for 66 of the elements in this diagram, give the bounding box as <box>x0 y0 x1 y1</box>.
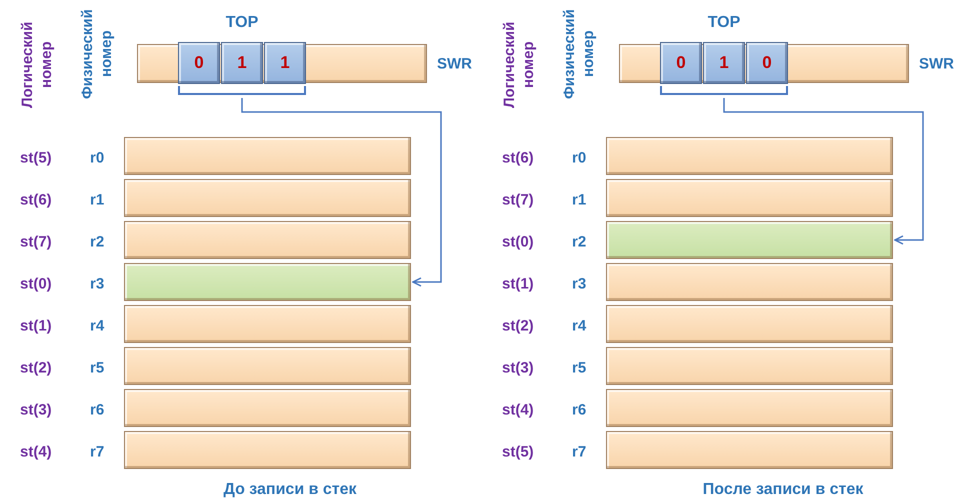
register-bar <box>124 431 411 469</box>
column-heading: Физический номер <box>560 8 598 101</box>
logical-number: st(4) <box>502 402 534 418</box>
register-bar <box>124 179 411 217</box>
field-heading: TOP <box>706 14 742 32</box>
bit-cell: 1 <box>221 42 263 84</box>
physical-number: r3 <box>572 276 586 292</box>
register-bar <box>124 305 411 343</box>
physical-number: r0 <box>572 150 586 166</box>
bit-cell: 0 <box>660 42 702 84</box>
logical-number: st(7) <box>20 234 52 250</box>
logical-number: st(7) <box>502 192 534 208</box>
register-bar <box>606 263 893 301</box>
physical-number: r6 <box>90 402 104 418</box>
arrow <box>723 98 924 245</box>
physical-number: r4 <box>572 318 586 334</box>
physical-number: r7 <box>90 444 104 460</box>
logical-number: st(3) <box>20 402 52 418</box>
physical-number: r3 <box>90 276 104 292</box>
logical-number: st(1) <box>20 318 52 334</box>
register-bar <box>124 347 411 385</box>
arrow <box>241 98 442 287</box>
register-bar <box>124 137 411 175</box>
logical-number: st(5) <box>20 150 52 166</box>
logical-number: st(6) <box>20 192 52 208</box>
physical-number: r4 <box>90 318 104 334</box>
register-bar <box>606 347 893 385</box>
physical-number: r5 <box>90 360 104 376</box>
field-heading: TOP <box>224 14 260 32</box>
physical-number: r5 <box>572 360 586 376</box>
logical-number: st(5) <box>502 444 534 460</box>
register-bar <box>606 389 893 427</box>
logical-number: st(2) <box>20 360 52 376</box>
register-bar <box>606 137 893 175</box>
bit-cell: 1 <box>264 42 306 84</box>
physical-number: r1 <box>572 192 586 208</box>
register-bar <box>606 179 893 217</box>
register-name: SWR <box>437 55 472 72</box>
column-heading: Логический номер <box>18 20 56 110</box>
logical-number: st(4) <box>20 444 52 460</box>
physical-number: r2 <box>90 234 104 250</box>
logical-number: st(2) <box>502 318 534 334</box>
physical-number: r6 <box>572 402 586 418</box>
physical-number: r2 <box>572 234 586 250</box>
logical-number: st(6) <box>502 150 534 166</box>
register-bar <box>124 263 411 301</box>
logical-number: st(1) <box>502 276 534 292</box>
bit-cell: 0 <box>178 42 220 84</box>
physical-number: r1 <box>90 192 104 208</box>
register-bar <box>606 305 893 343</box>
logical-number: st(0) <box>502 234 534 250</box>
register-bar <box>124 389 411 427</box>
bit-cell: 0 <box>746 42 788 84</box>
column-heading: Физический номер <box>78 8 116 101</box>
physical-number: r0 <box>90 150 104 166</box>
logical-number: st(0) <box>20 276 52 292</box>
physical-number: r7 <box>572 444 586 460</box>
logical-number: st(3) <box>502 360 534 376</box>
register-bar <box>124 221 411 259</box>
register-name: SWR <box>919 55 954 72</box>
bit-cell: 1 <box>703 42 745 84</box>
register-bar <box>606 431 893 469</box>
register-bar <box>606 221 893 259</box>
column-heading: Логический номер <box>500 20 538 110</box>
caption: После записи в стек <box>702 481 864 499</box>
caption: До записи в стек <box>223 481 357 499</box>
